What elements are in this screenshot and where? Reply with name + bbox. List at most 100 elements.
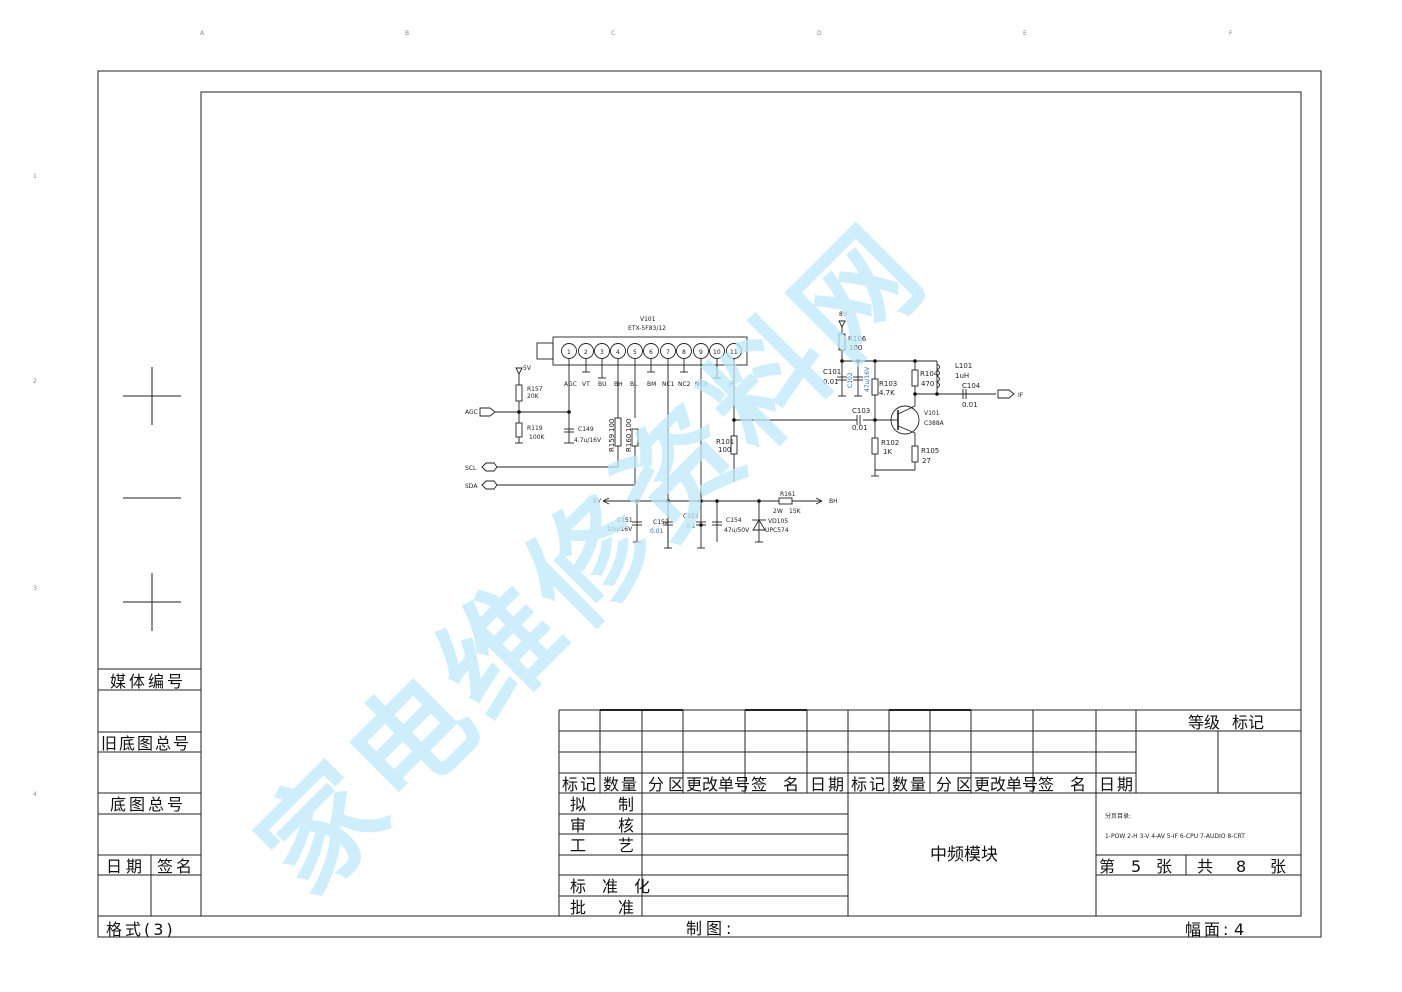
- rev-header-date-2: 日期: [1099, 775, 1135, 794]
- c154-ref: C154: [726, 517, 742, 524]
- pin-7: 7: [666, 349, 670, 356]
- resistor-r106: [838, 333, 846, 351]
- ports: [479, 320, 1015, 505]
- total-prefix: 共: [1197, 857, 1213, 876]
- zener-vd105: [752, 519, 766, 531]
- port-sda: [481, 480, 498, 490]
- r102-value: 1K: [883, 448, 892, 456]
- ground-symbols: [515, 371, 879, 549]
- grade-label: 等级: [1188, 713, 1220, 732]
- rev-header-zone-1: 分区: [648, 775, 688, 794]
- r103-ref: R103: [879, 380, 897, 388]
- port-agc: [479, 407, 496, 417]
- pin-name-bl: BL: [630, 381, 638, 388]
- grid-row-2: 2: [33, 378, 37, 385]
- role-process: 工 艺: [570, 836, 634, 855]
- r157-value: 20K: [527, 393, 540, 400]
- capacitors: [564, 376, 967, 526]
- signature-label: 签名: [157, 857, 195, 876]
- pin-2: 2: [584, 349, 588, 356]
- c152-value: 0.01: [650, 528, 664, 535]
- pin-name-if: IF: [729, 381, 735, 388]
- pin-name-bu: BU: [598, 381, 607, 388]
- vcc-5v-symbol: [515, 367, 523, 376]
- rev-header-mark-1: 标记: [562, 775, 598, 794]
- r157-ref: R157: [527, 386, 543, 393]
- resistor-r102: [871, 437, 879, 455]
- c153-value: 0.1: [686, 523, 696, 530]
- pin-name-agc: AGC: [564, 381, 577, 388]
- pin-name-bh: BH: [614, 381, 623, 388]
- grid-row-3: 3: [33, 585, 37, 592]
- arrow-5v: [602, 497, 610, 505]
- module-ref: V101: [640, 316, 656, 323]
- format-label: 格式(3): [106, 920, 176, 939]
- vd105-ref: VD105: [768, 518, 788, 525]
- media-number-label: 媒体编号: [110, 672, 186, 691]
- circuit-labels: V101 ETX-5F83/12 1 2 3 4 5 6 7 8 9 10 11…: [465, 311, 1024, 535]
- c149-value: 4.7u/16V: [574, 437, 602, 444]
- r161-value: 15K: [789, 508, 802, 515]
- c104-ref: C104: [962, 382, 981, 390]
- module-part: ETX-5F83/12: [628, 325, 666, 332]
- module-pins: [561, 343, 742, 359]
- pin-name-vt: VT: [582, 381, 590, 388]
- grid-col-c: C: [611, 30, 615, 37]
- page-format-label: 幅面:: [1185, 920, 1231, 939]
- resistor-r159: [614, 417, 622, 447]
- c102-ref: C102: [847, 372, 854, 388]
- rev-header-qty-2: 数量: [892, 775, 928, 794]
- rev-header-change-1: 更改单号: [686, 775, 750, 794]
- vd105-value: UPC574: [765, 527, 789, 534]
- resistor-r119: [515, 422, 523, 438]
- grid-col-f: F: [1229, 30, 1233, 37]
- resistor-r157: [515, 384, 523, 402]
- total-number: 8: [1236, 857, 1246, 876]
- grid-col-d: D: [817, 30, 822, 37]
- rev-header-mark-2: 标记: [851, 775, 887, 794]
- r160-value: 100: [625, 419, 633, 432]
- rev-header-change-2: 更改单号: [974, 775, 1038, 794]
- port-agc-label: AGC: [465, 409, 478, 416]
- grid-col-b: B: [405, 30, 409, 37]
- pin-name-nc3: NC3: [695, 381, 708, 388]
- sheet-frame: [97, 70, 1322, 938]
- pin-1: 1: [567, 349, 571, 356]
- pin-5: 5: [633, 349, 637, 356]
- sheet-unit: 张: [1156, 857, 1172, 876]
- drawing-title: 中频模块: [930, 845, 998, 865]
- mark-label: 标记: [1232, 713, 1264, 732]
- r101-ref: R101: [716, 438, 734, 446]
- resistors: [515, 333, 919, 505]
- resistor-r161: [778, 497, 793, 505]
- circuit: [479, 320, 1015, 549]
- r160-ref: R160: [625, 434, 633, 452]
- port-if-label: IF: [1018, 392, 1024, 399]
- r102-ref: R102: [881, 439, 899, 447]
- port-5v-label: 5V: [593, 498, 602, 505]
- tuner-module: [536, 336, 748, 366]
- grid-row-1: 1: [33, 173, 37, 180]
- inductor-l101: [936, 363, 940, 389]
- grid-row-4: 4: [33, 791, 37, 798]
- page-format-value: 4: [1234, 920, 1244, 939]
- r101-value: 100: [718, 446, 731, 454]
- date-label: 日期: [106, 857, 146, 876]
- pin-8: 8: [682, 349, 686, 356]
- arrow-bh: [815, 497, 823, 505]
- c152-ref: C152: [653, 519, 669, 526]
- c103-value: 0.01: [852, 424, 868, 432]
- sheet-number: 5: [1131, 857, 1141, 876]
- old-drawing-total-label: 旧底图总号: [101, 734, 191, 753]
- sheet-prefix: 第: [1099, 857, 1115, 876]
- c149-ref: C149: [578, 426, 594, 433]
- rev-header-sign-2: 签 名: [1038, 775, 1086, 794]
- resistor-r104: [911, 369, 919, 387]
- resistor-r101: [730, 435, 738, 455]
- vcc-8v-label: 8V: [839, 311, 848, 318]
- port-bh-label: BH: [829, 498, 838, 505]
- v101-value: C388A: [924, 420, 945, 427]
- resistor-r160: [631, 428, 639, 447]
